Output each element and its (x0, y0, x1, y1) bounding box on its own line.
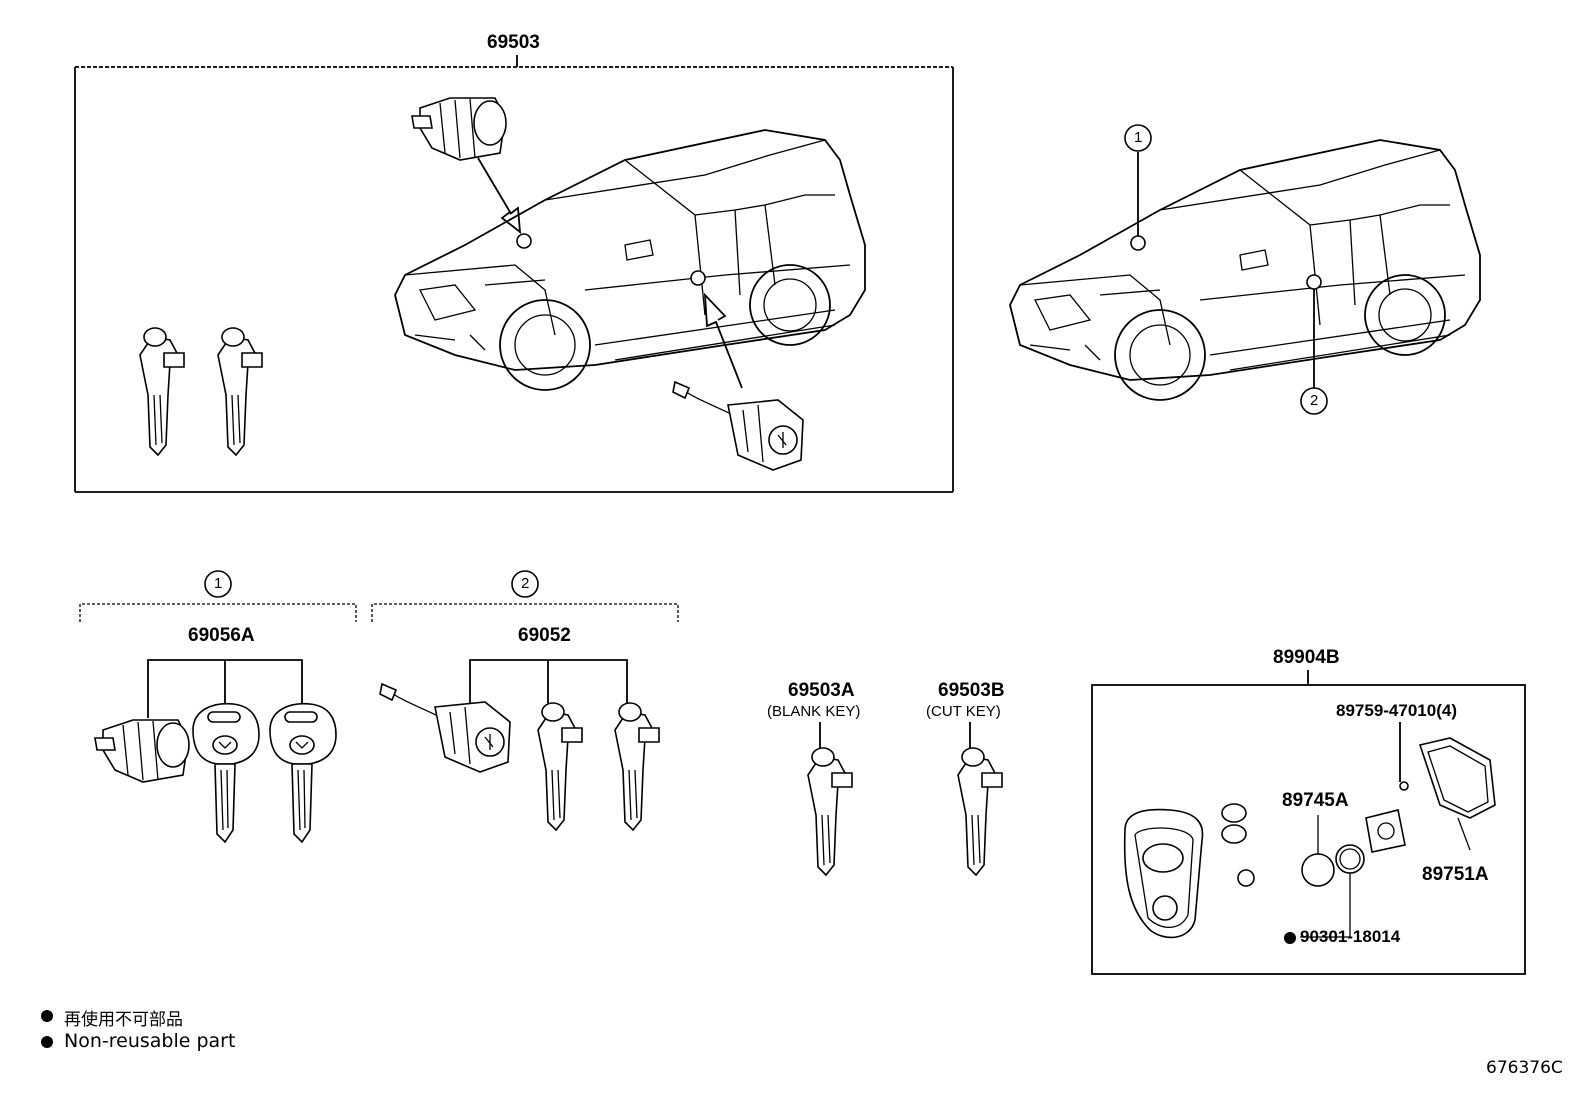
legend-english: Non-reusable part (64, 1030, 236, 1052)
assembly-69503-box (74, 55, 954, 493)
label-89904b: 89904B (1273, 647, 1340, 668)
key-drawing-1 (139, 327, 185, 456)
label-69052: 69052 (518, 625, 571, 646)
callout-1-point (1130, 235, 1146, 251)
label-69056a: 69056A (188, 625, 255, 646)
screw-drawing (1399, 722, 1409, 791)
suv-left-drawing (394, 129, 866, 391)
callout-2-number: 2 (1310, 392, 1319, 409)
suv-right-drawing (1009, 139, 1481, 401)
door-cylinder-drawing (672, 381, 804, 471)
figure-id: 676376C (1486, 1058, 1563, 1078)
label-89751a: 89751A (1422, 864, 1489, 885)
label-89759-47010: 89759-47010(4) (1336, 701, 1457, 720)
label-90301-18014: 90301-18014 (1300, 927, 1401, 946)
key-drawing-2 (217, 327, 263, 456)
kit2-key-b (614, 702, 660, 831)
arrow-to-hood (477, 157, 522, 234)
callout-1-number: 1 (1134, 129, 1143, 146)
cut-key-drawing (957, 747, 1003, 876)
transmitter-box (1091, 684, 1526, 975)
kit-2-callout (511, 570, 539, 598)
non-reusable-bullet (1284, 932, 1296, 944)
label-89745a: 89745A (1282, 790, 1349, 811)
callout-2-bottom (1300, 387, 1328, 415)
kit2-door-cylinder (379, 683, 511, 773)
case-drawing (1418, 737, 1496, 851)
callout-2-point (1306, 274, 1322, 290)
kit-2-number: 2 (521, 575, 530, 592)
label-69503a: 69503A (788, 680, 855, 701)
kit-1-bracket (79, 603, 357, 622)
label-cut-key: (CUT KEY) (926, 703, 1001, 720)
legend-bullet-en (41, 1036, 53, 1048)
label-blank-key: (BLANK KEY) (767, 703, 861, 720)
blank-key-drawing (807, 747, 853, 876)
kit-1-callout (204, 570, 232, 598)
kit1-cylinder-drawing (94, 719, 190, 783)
buttons-drawing (1221, 803, 1255, 887)
kit1-key-a (192, 702, 260, 843)
legend-bullet-jp (41, 1010, 53, 1022)
callout-1-top (1124, 124, 1152, 152)
hood-lock-point (516, 233, 532, 249)
legend-japanese: 再使用不可部品 (64, 1010, 183, 1030)
label-69503b: 69503B (938, 680, 1005, 701)
arrow-to-door (703, 292, 743, 389)
label-69503: 69503 (487, 32, 540, 53)
kit1-key-b (269, 702, 337, 843)
plate-drawing (1365, 809, 1406, 853)
fob-housing-drawing (1123, 808, 1204, 939)
kit2-key-a (537, 702, 583, 831)
kit-1-number: 1 (214, 575, 223, 592)
kit-69052-leader (469, 659, 628, 710)
battery-drawing (1301, 853, 1335, 887)
glovebox-cylinder-drawing (411, 97, 507, 161)
kit-2-bracket (371, 603, 679, 622)
door-lock-point (690, 270, 706, 286)
kit-69056a-leader (147, 659, 303, 718)
